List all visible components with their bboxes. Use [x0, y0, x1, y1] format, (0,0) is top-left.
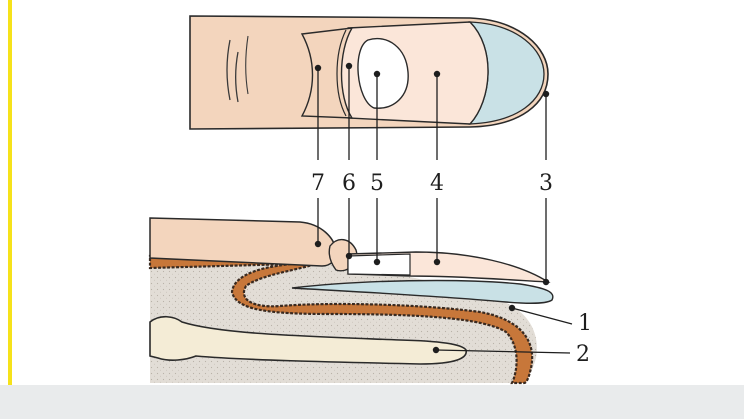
top-labels: 7 6 5 4 3 — [311, 171, 553, 196]
label-5: 5 — [370, 171, 384, 196]
label-3: 3 — [539, 171, 553, 196]
finger-top-view — [190, 16, 549, 160]
dorsal-skin — [150, 218, 336, 266]
label-6: 6 — [342, 171, 356, 196]
label-2: 2 — [576, 342, 590, 367]
label-1: 1 — [578, 311, 592, 336]
label-4: 4 — [430, 171, 444, 196]
label-7: 7 — [311, 171, 325, 196]
finger-cross-section: 1 2 — [150, 198, 592, 383]
lunula-side — [348, 254, 410, 275]
bottom-band — [0, 385, 744, 419]
